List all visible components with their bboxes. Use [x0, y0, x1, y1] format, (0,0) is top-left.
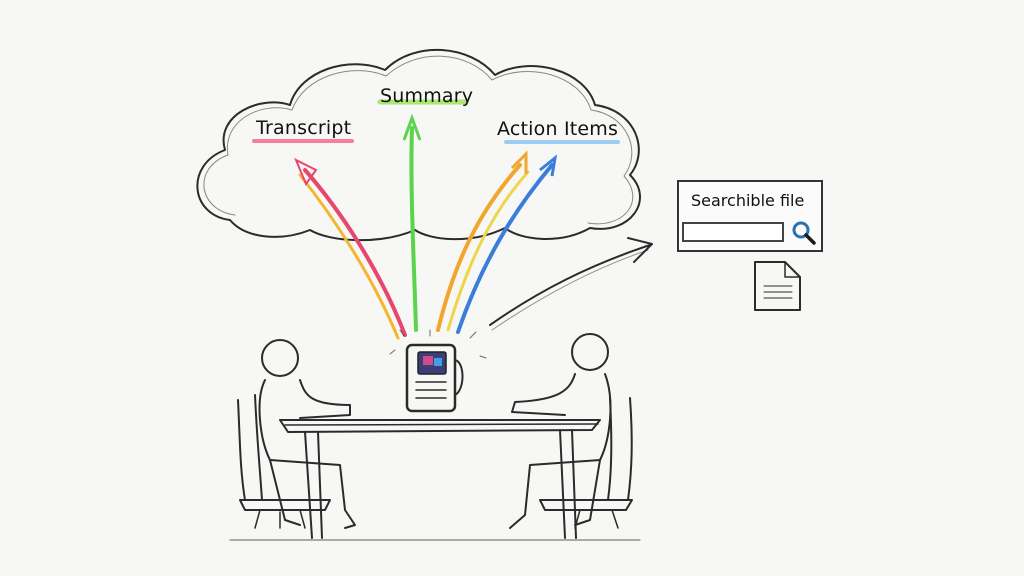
magnifier-icon[interactable] [791, 220, 817, 246]
arrow-transcript-tail [298, 173, 400, 340]
search-arrow [489, 237, 653, 331]
search-input[interactable] [682, 222, 784, 242]
arrowhead-transcript [294, 157, 318, 187]
arrow-action-a [436, 163, 522, 332]
person-right [509, 333, 633, 529]
action-items-label: Action Items [497, 118, 619, 140]
arrow-action-c [456, 163, 554, 334]
output-arrows [294, 113, 558, 340]
search-panel: Searchible file [677, 180, 823, 252]
arrowhead-action-blue [539, 154, 558, 177]
person-left [237, 339, 356, 529]
recording-device [389, 329, 487, 413]
arrow-summary [409, 126, 418, 332]
label-highlights [252, 99, 620, 144]
meeting-table [229, 419, 641, 541]
document-icon [754, 261, 801, 311]
transcript-label: Transcript [256, 117, 352, 139]
arrowhead-action [510, 150, 528, 174]
arrow-transcript [303, 168, 407, 337]
arrow-action-b [446, 170, 530, 332]
cloud-shape [196, 49, 641, 242]
arrowhead-summary [402, 113, 422, 141]
summary-label: Summary [380, 85, 474, 107]
search-panel-title: Searchible file [691, 191, 805, 210]
